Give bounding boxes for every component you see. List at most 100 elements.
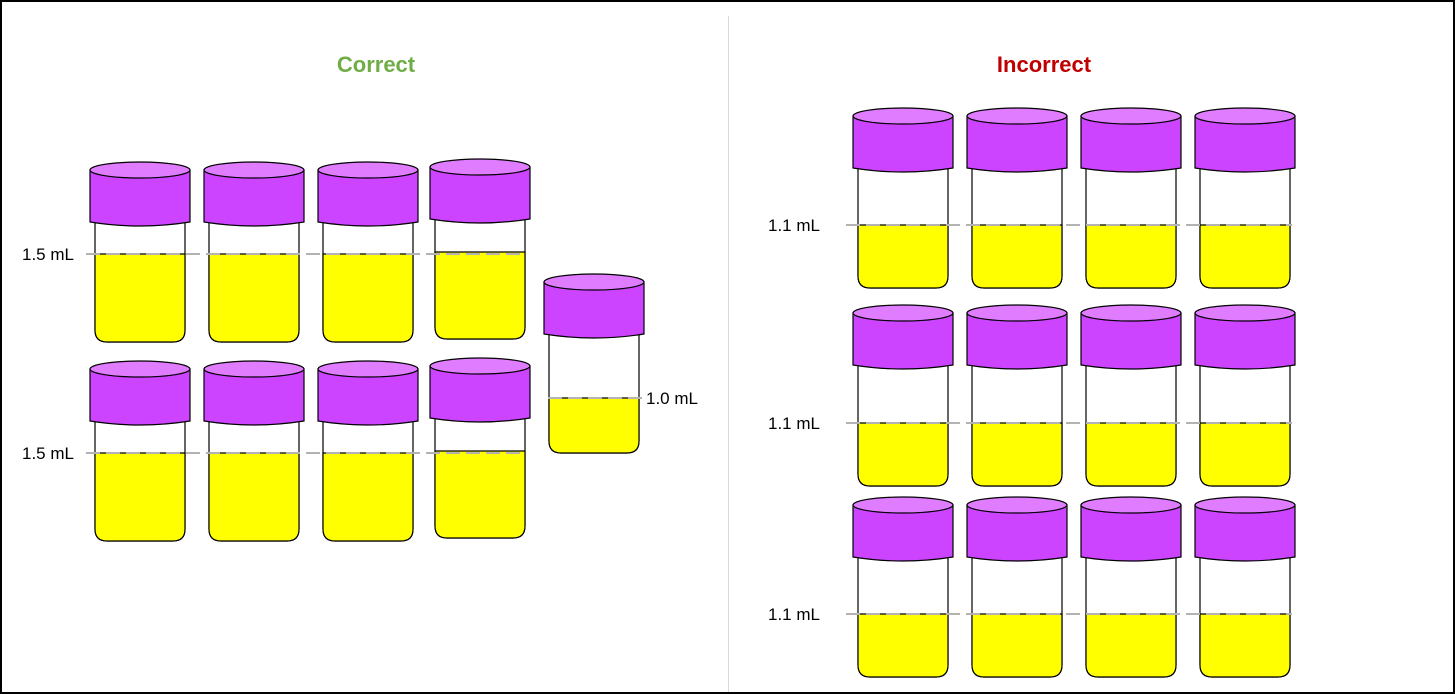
vial-cap-top: [317, 161, 419, 179]
vial-liquid: [1085, 224, 1177, 289]
vial: [429, 357, 531, 539]
vial-liquid: [1199, 613, 1291, 678]
vial-liquid: [322, 253, 414, 343]
vial-liquid: [322, 452, 414, 542]
vial: [1194, 304, 1296, 487]
vial-cap-top: [852, 496, 954, 514]
incorrect-volume-label: 1.1 mL: [768, 605, 820, 624]
vial: [203, 360, 305, 542]
vial-liquid: [971, 224, 1063, 289]
vial-liquid: [857, 224, 949, 289]
vial-cap-top: [203, 161, 305, 179]
vial-liquid: [857, 422, 949, 487]
vial: [89, 360, 191, 542]
vial-cap: [852, 312, 954, 370]
vial-liquid: [208, 452, 300, 542]
vial-cap: [1080, 312, 1182, 370]
vial-cap: [966, 504, 1068, 562]
vial-liquid: [94, 253, 186, 343]
vial-cap: [543, 281, 645, 339]
vial-liquid: [971, 422, 1063, 487]
vial-cap-top: [89, 360, 191, 378]
vial: [852, 107, 954, 289]
vial-cap-top: [543, 273, 645, 291]
incorrect-row: 1.1 mL: [768, 496, 1296, 678]
vial-cap-top: [1080, 496, 1182, 514]
vial-cap-top: [203, 360, 305, 378]
vial-liquid: [208, 253, 300, 343]
vial: [317, 161, 419, 343]
vial: [543, 273, 645, 454]
vial: [852, 496, 954, 678]
vial-liquid: [548, 397, 640, 454]
vial-cap: [317, 368, 419, 426]
correct-row: 1.5 mL: [22, 357, 531, 542]
vial-cap-top: [966, 496, 1068, 514]
vial: [1080, 107, 1182, 289]
vial-cap: [1080, 504, 1182, 562]
vial-cap-top: [966, 107, 1068, 125]
vial: [1080, 304, 1182, 487]
incorrect-volume-label: 1.1 mL: [768, 216, 820, 235]
correct-row: 1.5 mL: [22, 158, 531, 343]
vial: [429, 158, 531, 340]
vial-liquid: [857, 613, 949, 678]
vial-cap: [1194, 115, 1296, 173]
vial: [966, 107, 1068, 289]
vial-cap: [429, 365, 531, 423]
vial-liquid: [1085, 613, 1177, 678]
vial-cap: [89, 169, 191, 227]
incorrect-row: 1.1 mL: [768, 304, 1296, 487]
vial-liquid: [434, 450, 526, 539]
vial-cap-top: [1194, 304, 1296, 322]
vial-liquid: [971, 613, 1063, 678]
vial-cap-top: [89, 161, 191, 179]
incorrect-title: Incorrect: [996, 52, 1092, 77]
vial-cap: [1080, 115, 1182, 173]
vial: [317, 360, 419, 542]
vial-cap-top: [1080, 107, 1182, 125]
vial: [1194, 496, 1296, 678]
vial-cap-top: [966, 304, 1068, 322]
correct-title: Correct: [336, 52, 416, 77]
vial: [1080, 496, 1182, 678]
vial: [966, 496, 1068, 678]
correct-extra-vial: 1.0 mL: [543, 273, 698, 454]
vial-liquid: [1199, 422, 1291, 487]
vial-cap-top: [429, 158, 531, 176]
vial-liquid: [1199, 224, 1291, 289]
correct-volume-label: 1.5 mL: [22, 444, 74, 463]
incorrect-panel: 1.1 mL 1.1 mL 1.1 mL: [768, 107, 1296, 678]
vial-cap: [966, 115, 1068, 173]
vial-cap: [1194, 504, 1296, 562]
vial-cap: [1194, 312, 1296, 370]
vial: [1194, 107, 1296, 289]
vial: [966, 304, 1068, 487]
extra-volume-label: 1.0 mL: [646, 389, 698, 408]
vial-cap: [852, 115, 954, 173]
vial-cap: [317, 169, 419, 227]
vial-cap: [203, 368, 305, 426]
vial-cap: [89, 368, 191, 426]
vial-liquid: [1085, 422, 1177, 487]
vial-cap-top: [317, 360, 419, 378]
incorrect-row: 1.1 mL: [768, 107, 1296, 289]
vial: [852, 304, 954, 487]
correct-volume-label: 1.5 mL: [22, 245, 74, 264]
incorrect-volume-label: 1.1 mL: [768, 414, 820, 433]
vial-cap: [203, 169, 305, 227]
vial-cap: [852, 504, 954, 562]
vial-cap-top: [1080, 304, 1182, 322]
vial-cap: [429, 166, 531, 224]
vial-cap-top: [1194, 107, 1296, 125]
vial: [203, 161, 305, 343]
panel-divider: [728, 16, 729, 692]
vial-cap-top: [852, 107, 954, 125]
vial-cap-top: [429, 357, 531, 375]
vial-cap: [966, 312, 1068, 370]
vial: [89, 161, 191, 343]
vial-cap-top: [852, 304, 954, 322]
vial-liquid: [434, 251, 526, 340]
correct-panel: 1.5 mL 1.5 mL 1.0 mL: [22, 158, 698, 542]
